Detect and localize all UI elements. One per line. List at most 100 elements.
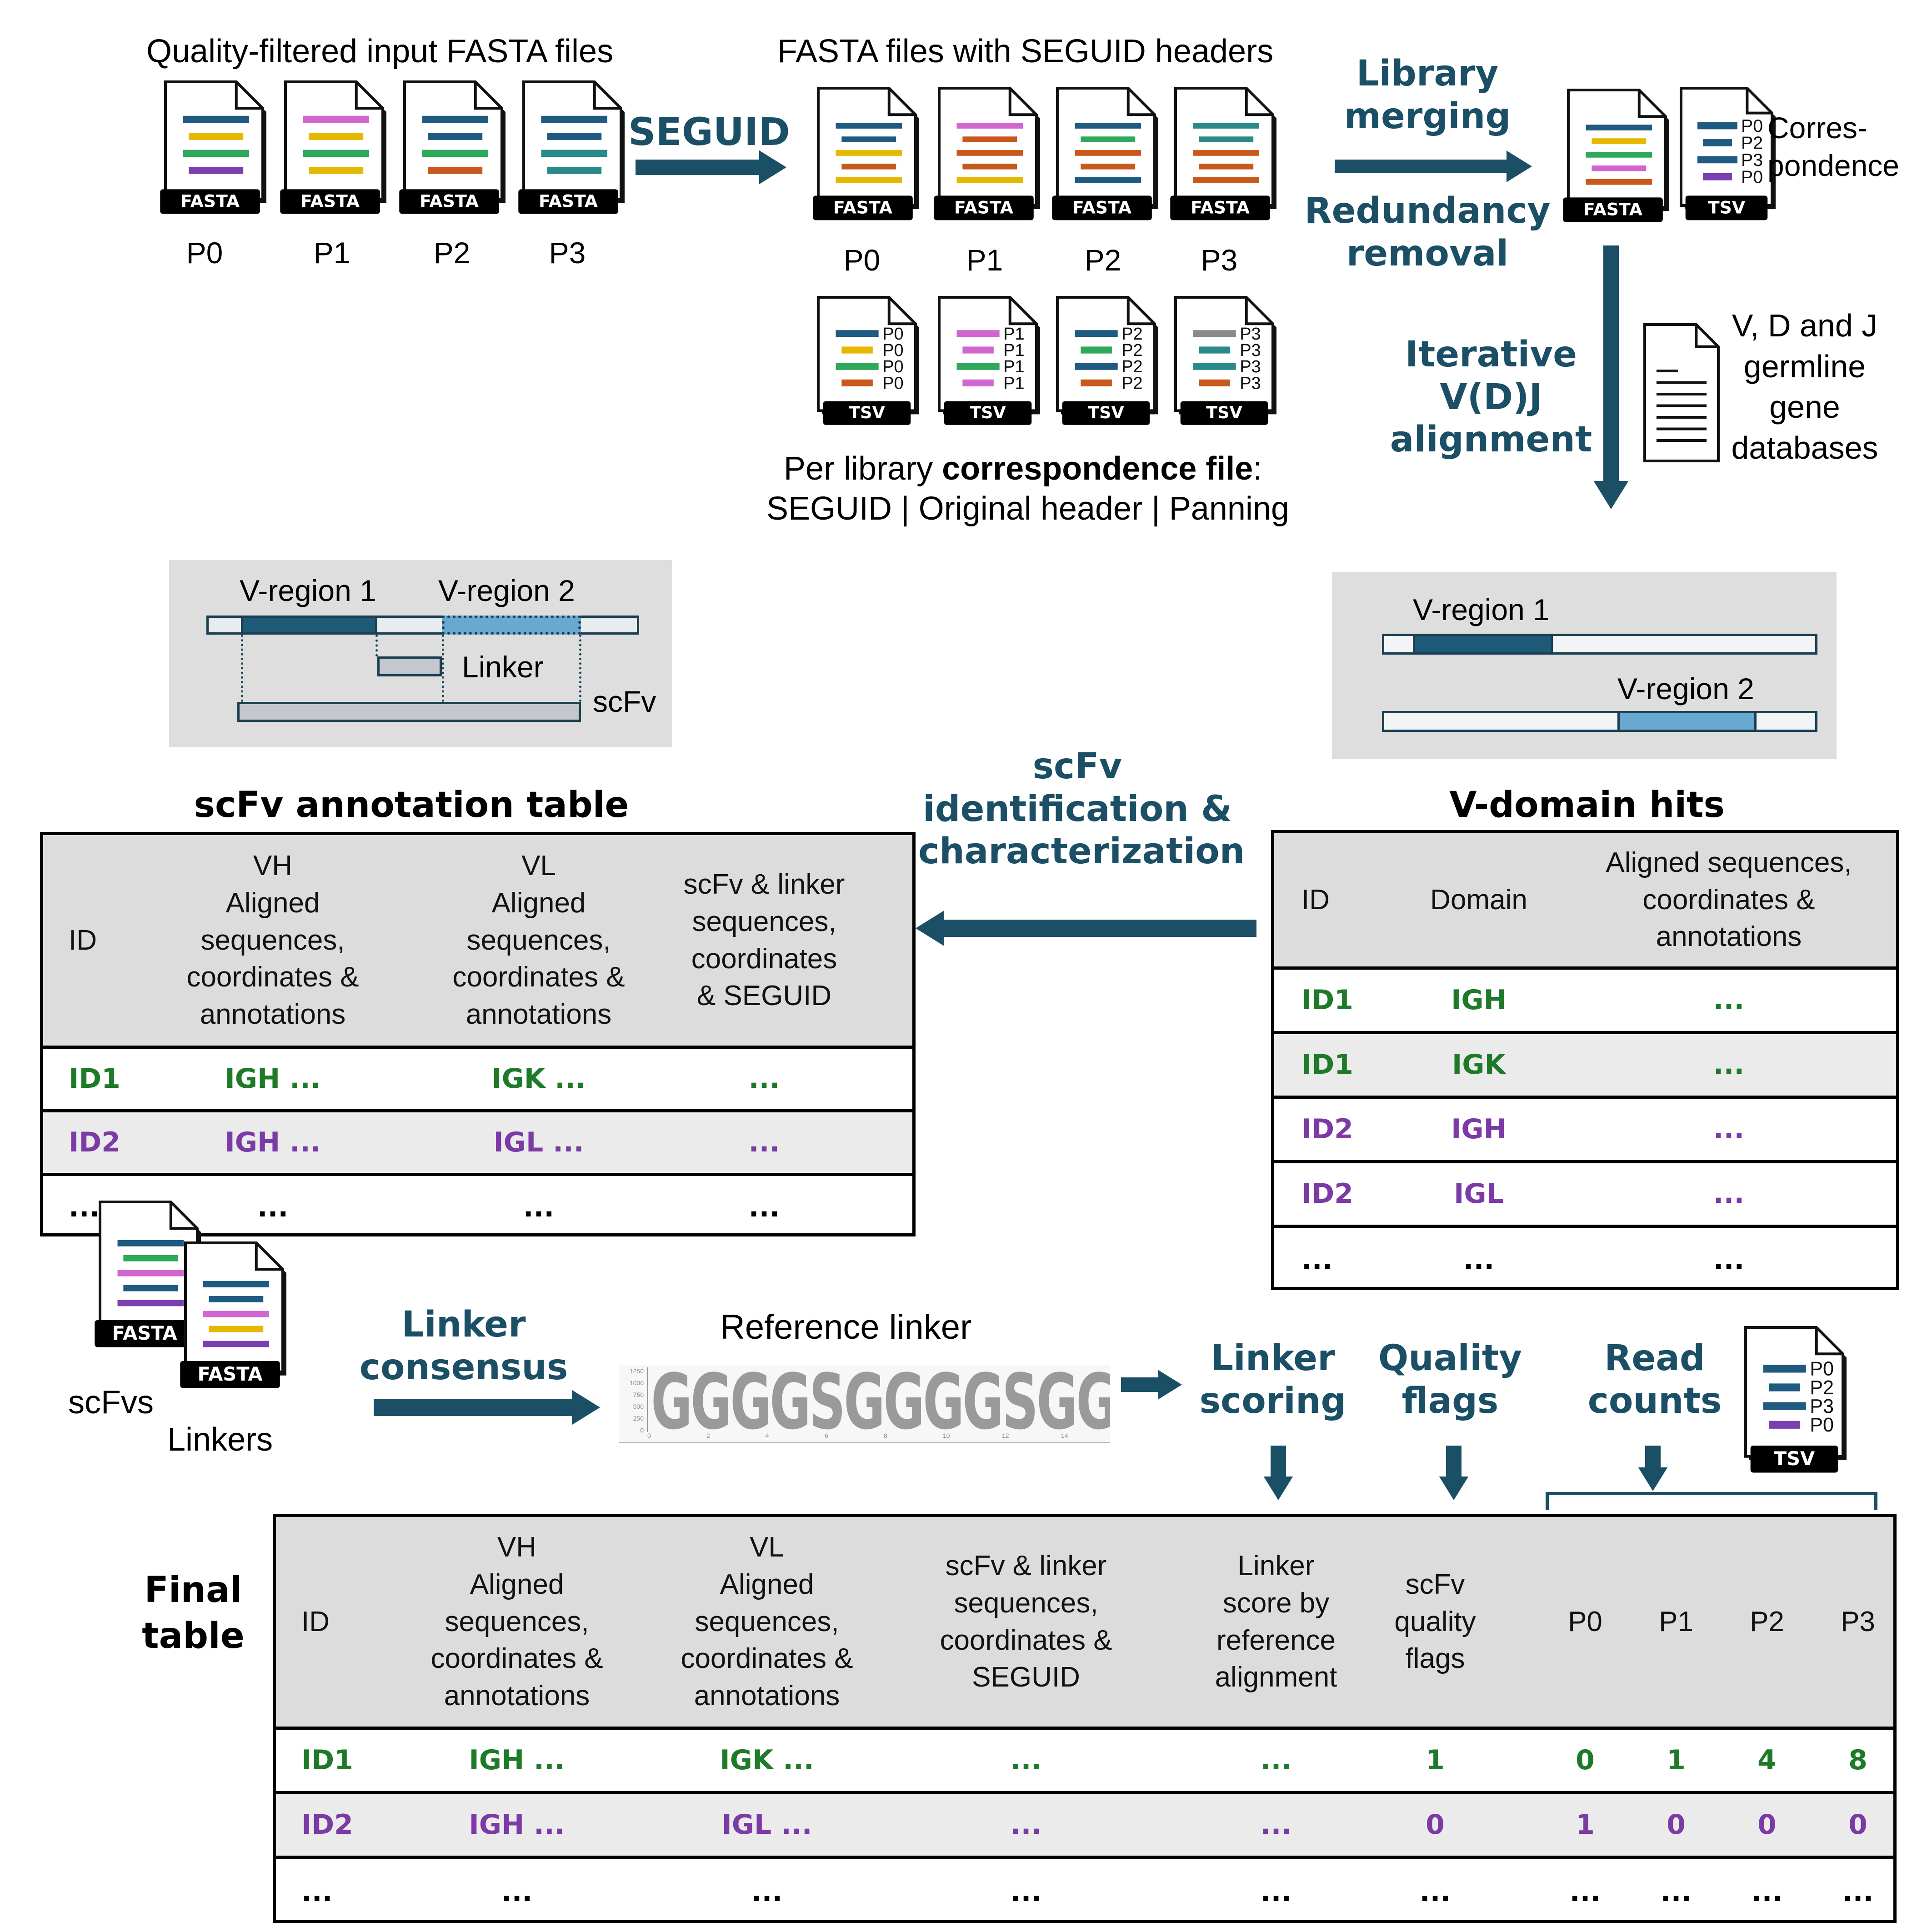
table-cell: ... bbox=[523, 1191, 555, 1224]
panning-label: P3 bbox=[1201, 243, 1238, 277]
quality-flags-line: Quality bbox=[1378, 1338, 1522, 1379]
linker-consensus-line: consensus bbox=[359, 1346, 568, 1388]
fasta-file-icon-graphic: FASTA bbox=[280, 80, 386, 214]
table-cell: ... bbox=[1842, 1876, 1874, 1908]
panning-tag: P2 bbox=[1121, 341, 1142, 360]
linker-label: Linker bbox=[462, 650, 544, 684]
table-cell: ... bbox=[257, 1191, 289, 1224]
fasta-file-icon-graphic: FASTA bbox=[1563, 89, 1669, 222]
fasta-file-icon: FASTA bbox=[1562, 88, 1677, 229]
panning-tag: P0 bbox=[882, 357, 903, 376]
table-header-cell: scFv & linker sequences, coordinates & S… bbox=[683, 868, 845, 1012]
germline-databases-label: V, D and J germline gene databases bbox=[1723, 305, 1887, 468]
linker-consensus-label: Linker consensus bbox=[359, 1304, 568, 1389]
table-row: .............................. bbox=[276, 1859, 1893, 1920]
file-type-tag: FASTA bbox=[539, 191, 598, 211]
table-cell: ... bbox=[1660, 1876, 1692, 1908]
table-cell: ID1 bbox=[1301, 984, 1353, 1016]
fasta-file-icon-graphic: FASTA bbox=[399, 80, 506, 214]
logo-x-tick: 12 bbox=[1002, 1432, 1009, 1439]
table-cell: 0 bbox=[1848, 1808, 1867, 1841]
table-cell: ID1 bbox=[69, 1062, 120, 1095]
file-type-tag: FASTA bbox=[198, 1363, 263, 1385]
logo-y-tick: 1250 bbox=[629, 1367, 644, 1375]
linker-consensus-line: Linker bbox=[401, 1304, 526, 1345]
panning-tag: P1 bbox=[1003, 357, 1024, 376]
fasta-file-icon: FASTA bbox=[517, 80, 633, 221]
panning-label: P1 bbox=[966, 243, 1003, 277]
table-cell: ID2 bbox=[301, 1808, 353, 1841]
table-cell: 8 bbox=[1848, 1744, 1867, 1776]
table-header-cell: ID bbox=[301, 1606, 330, 1637]
linker-scoring-line: scoring bbox=[1199, 1380, 1346, 1421]
table-cell: ... bbox=[1301, 1244, 1333, 1276]
file-type-tag: FASTA bbox=[833, 197, 893, 217]
table-cell: ... bbox=[301, 1876, 333, 1908]
logo-x-tick: 8 bbox=[884, 1432, 887, 1439]
table-header-cell: ID bbox=[69, 924, 97, 956]
vdj-alignment-label: Iterative V(D)J alignment bbox=[1382, 334, 1600, 461]
table-cell: ... bbox=[1751, 1876, 1783, 1908]
panning-label: P1 bbox=[313, 236, 350, 270]
fasta-file-icon: FASTA bbox=[179, 1241, 295, 1396]
guide-line bbox=[579, 635, 581, 702]
seguid-files-title: FASTA files with SEGUID headers bbox=[777, 33, 1274, 70]
table-cell: ... bbox=[1713, 1048, 1745, 1081]
table-cell: ID1 bbox=[301, 1744, 353, 1776]
table-header-cell: VL Aligned sequences, coordinates & anno… bbox=[452, 850, 625, 1031]
read-counts-label: Read counts bbox=[1568, 1337, 1741, 1422]
panning-tag: P0 bbox=[1810, 1414, 1834, 1436]
panning-tag: P3 bbox=[1810, 1396, 1834, 1417]
final-title-line: Final bbox=[144, 1570, 242, 1611]
table-header-cell: P0 bbox=[1568, 1606, 1602, 1637]
table-header-cell: scFv quality flags bbox=[1394, 1568, 1476, 1675]
redundancy-line: Redundancy bbox=[1304, 190, 1551, 231]
panning-label: P0 bbox=[843, 243, 881, 277]
seguid-step-label: SEGUID bbox=[628, 110, 790, 154]
file-type-tag: TSV bbox=[970, 403, 1006, 422]
fasta-file-icon: FASTA bbox=[1169, 86, 1285, 227]
fasta-file-icon: FASTA bbox=[1051, 86, 1166, 227]
file-type-tag: TSV bbox=[1206, 403, 1242, 422]
fasta-file-icon: FASTA bbox=[398, 80, 514, 221]
logo-x-tick: 2 bbox=[706, 1432, 710, 1439]
alignment-line: Iterative bbox=[1405, 334, 1577, 375]
panning-tag: P3 bbox=[1741, 150, 1763, 170]
vregion2-segment bbox=[442, 616, 581, 635]
logo-x-tick: 0 bbox=[647, 1432, 651, 1439]
panning-tag: P2 bbox=[1121, 374, 1142, 393]
table-cell: IGK bbox=[1452, 1048, 1506, 1081]
panning-label: P3 bbox=[549, 236, 586, 270]
correspondence-file-caption-line2: SEGUID | Original header | Panning bbox=[766, 491, 1289, 527]
correspondence-file-caption-line1: Per library correspondence file: bbox=[784, 450, 1262, 488]
scfv-identification-label: scFv identification & characterization bbox=[918, 746, 1245, 873]
file-type-tag: TSV bbox=[1708, 197, 1746, 217]
fasta-file-icon-graphic: FASTA bbox=[518, 80, 625, 214]
quality-flags-line: flags bbox=[1401, 1380, 1499, 1421]
guide-line bbox=[241, 635, 243, 702]
vregion2-label: V-region 2 bbox=[1617, 672, 1754, 706]
table-cell: ... bbox=[1713, 1113, 1745, 1145]
fasta-file-icon-graphic: FASTA bbox=[1052, 87, 1158, 220]
bracket bbox=[1546, 1492, 1877, 1510]
table-cell: IGK ... bbox=[720, 1744, 814, 1776]
reference-linker-title: Reference linker bbox=[720, 1308, 972, 1346]
panning-tag: P3 bbox=[1240, 341, 1261, 360]
file-type-tag: FASTA bbox=[112, 1322, 177, 1344]
table-header-cell: VH Aligned sequences, coordinates & anno… bbox=[186, 850, 359, 1031]
panning-tag: P3 bbox=[1240, 357, 1261, 376]
arrow-head bbox=[572, 1390, 600, 1425]
logo-x-tick: 10 bbox=[943, 1432, 950, 1439]
table-cell: 0 bbox=[1667, 1808, 1686, 1841]
